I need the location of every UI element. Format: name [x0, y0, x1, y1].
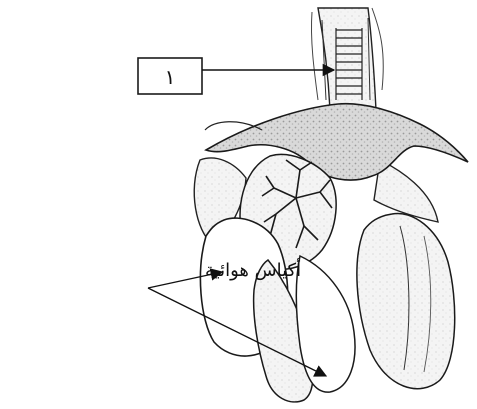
callout: ١ [138, 58, 334, 94]
air-sacs-label: أكياس هوائية [205, 258, 301, 281]
right-air-sacs [357, 213, 455, 388]
trachea [311, 8, 383, 110]
left-air-sacs [200, 218, 355, 402]
callout-box-label: ١ [165, 65, 176, 89]
clavicular-air-sac [205, 104, 468, 180]
